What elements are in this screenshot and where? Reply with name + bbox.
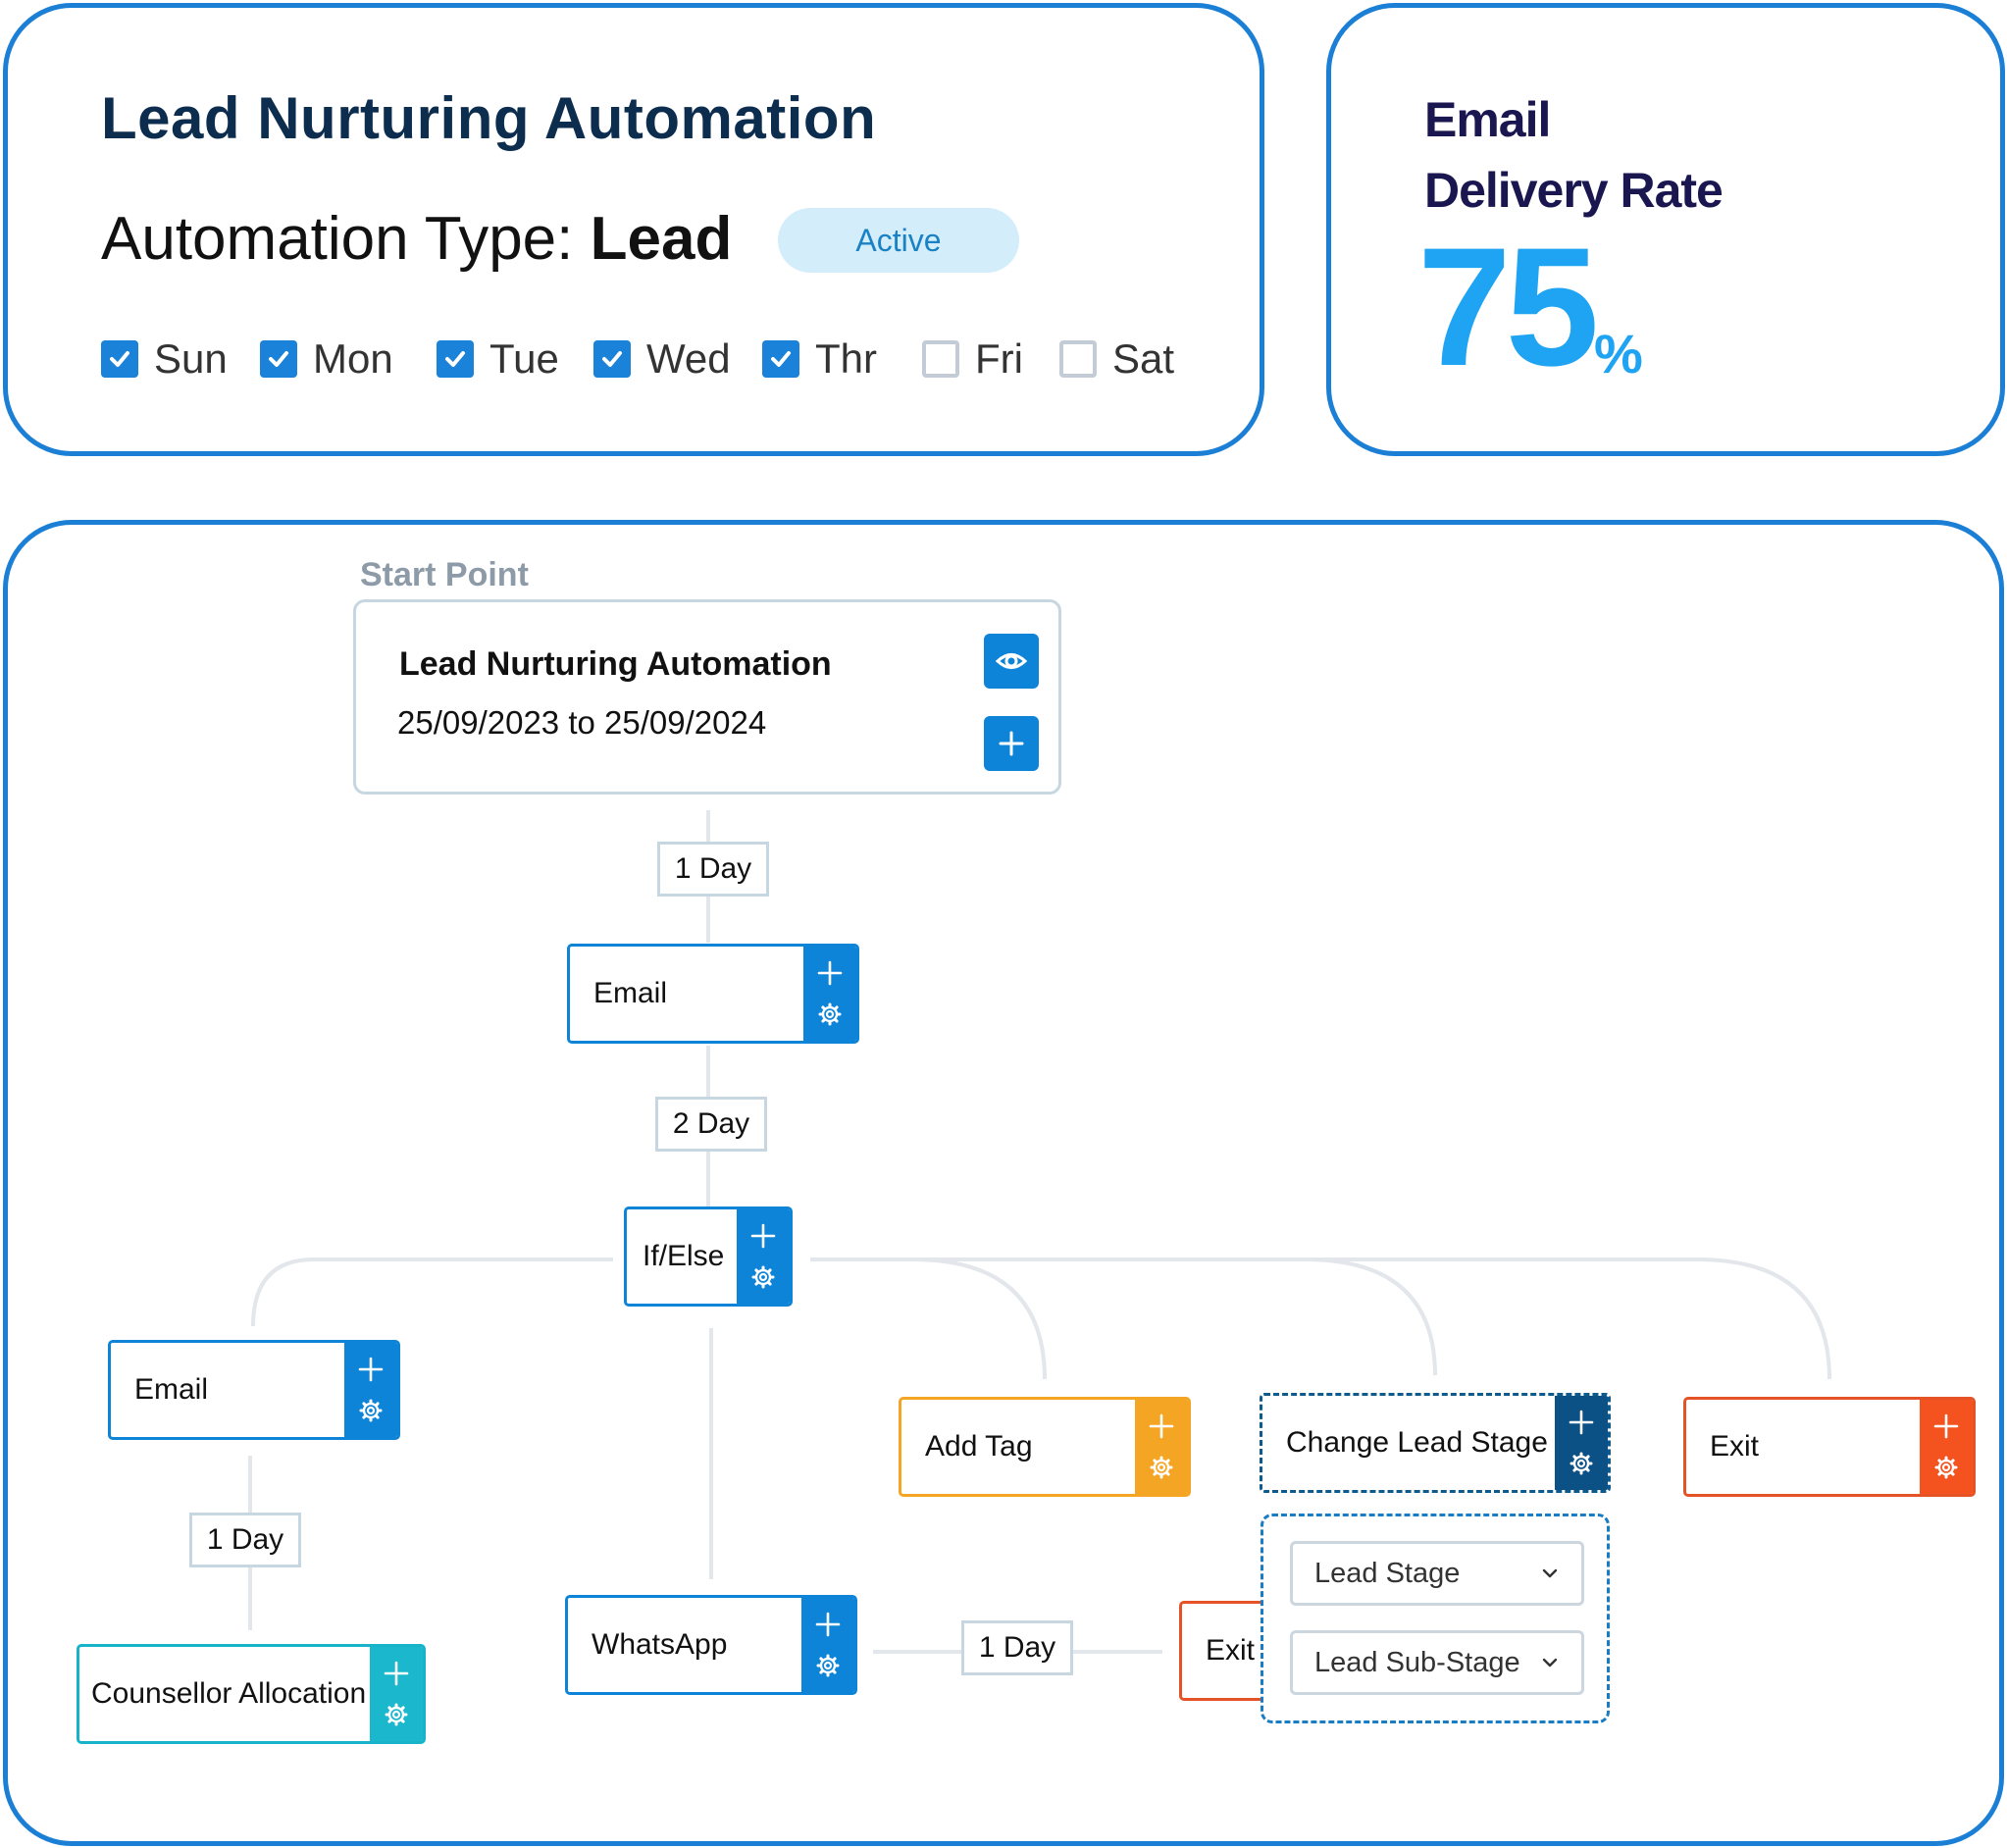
day-label: Fri: [975, 335, 1023, 382]
gear-icon[interactable]: [383, 1701, 410, 1728]
node-label: If/Else: [643, 1240, 725, 1272]
node-label: WhatsApp: [592, 1628, 728, 1661]
status-badge: Active: [778, 208, 1019, 273]
plus-icon: [999, 731, 1024, 756]
lead-sub-stage-select[interactable]: Lead Sub-Stage: [1290, 1630, 1584, 1695]
eye-icon: [995, 653, 1028, 669]
whatsapp-node[interactable]: WhatsApp: [565, 1595, 857, 1695]
if-else-node[interactable]: If/Else: [624, 1206, 793, 1307]
automation-type-value: Lead: [590, 205, 733, 273]
automation-title: Lead Nurturing Automation: [101, 85, 877, 151]
node-actions: [370, 1647, 423, 1741]
delivery-rate-value: 75: [1417, 213, 1599, 401]
delivery-rate-label-line2: Delivery Rate: [1424, 163, 1724, 218]
automation-type-row: Automation Type: Lead: [101, 204, 732, 274]
delay-badge[interactable]: 2 Day: [655, 1097, 767, 1152]
change-lead-stage-node[interactable]: Change Lead Stage: [1260, 1393, 1611, 1493]
delivery-rate-label: Email Delivery Rate: [1424, 84, 1724, 226]
plus-icon[interactable]: [1568, 1409, 1595, 1436]
day-tue[interactable]: Tue: [437, 330, 559, 388]
node-actions: [737, 1209, 790, 1304]
automation-info-panel: Lead Nurturing Automation Automation Typ…: [3, 3, 1264, 456]
day-sun[interactable]: Sun: [101, 330, 228, 388]
node-label: Counsellor Allocation: [91, 1677, 367, 1710]
gear-icon[interactable]: [749, 1263, 777, 1291]
lead-stage-settings-panel: Lead Stage Lead Sub-Stage: [1261, 1514, 1610, 1723]
checkbox-unchecked-icon[interactable]: [1059, 340, 1097, 378]
add-tag-node[interactable]: Add Tag: [899, 1397, 1191, 1497]
day-label: Thr: [815, 335, 877, 382]
day-label: Sat: [1112, 335, 1175, 382]
node-label: Exit: [1710, 1430, 1760, 1463]
plus-icon[interactable]: [383, 1660, 410, 1687]
view-button[interactable]: [984, 634, 1039, 689]
gear-icon[interactable]: [1932, 1454, 1960, 1481]
day-label: Tue: [489, 335, 559, 382]
checkbox-unchecked-icon[interactable]: [922, 340, 959, 378]
select-value: Lead Sub-Stage: [1314, 1647, 1520, 1678]
delay-badge[interactable]: 1 Day: [189, 1513, 301, 1567]
delay-badge[interactable]: 1 Day: [657, 842, 769, 897]
day-label: Sun: [154, 335, 228, 382]
node-actions: [1555, 1396, 1608, 1490]
checkbox-checked-icon[interactable]: [593, 340, 631, 378]
start-point-label: Start Point: [360, 556, 529, 593]
plus-icon[interactable]: [357, 1356, 385, 1383]
plus-icon[interactable]: [1148, 1412, 1175, 1440]
gear-icon[interactable]: [816, 1001, 844, 1028]
select-value: Lead Stage: [1314, 1558, 1461, 1589]
node-actions: [344, 1343, 397, 1437]
plus-icon[interactable]: [816, 959, 844, 987]
checkbox-checked-icon[interactable]: [437, 340, 474, 378]
gear-icon[interactable]: [1568, 1450, 1595, 1477]
chevron-down-icon: [1542, 1658, 1558, 1668]
day-mon[interactable]: Mon: [260, 330, 393, 388]
day-label: Wed: [646, 335, 731, 382]
day-thr[interactable]: Thr: [762, 330, 877, 388]
gear-icon[interactable]: [357, 1397, 385, 1424]
lead-stage-select[interactable]: Lead Stage: [1290, 1541, 1584, 1606]
node-label: Change Lead Stage: [1286, 1426, 1548, 1459]
delivery-rate-unit: %: [1594, 323, 1643, 385]
automation-type-label: Automation Type:: [101, 205, 574, 273]
start-point-card[interactable]: Lead Nurturing Automation 25/09/2023 to …: [353, 599, 1061, 795]
gear-icon[interactable]: [814, 1652, 842, 1679]
day-wed[interactable]: Wed: [593, 330, 731, 388]
day-fri[interactable]: Fri: [922, 330, 1023, 388]
checkbox-checked-icon[interactable]: [762, 340, 799, 378]
counsellor-allocation-node[interactable]: Counsellor Allocation: [77, 1644, 426, 1744]
node-actions: [1920, 1400, 1973, 1494]
start-point-dates: 25/09/2023 to 25/09/2024: [397, 704, 767, 741]
email-node[interactable]: Email: [567, 944, 859, 1044]
node-label: Email: [134, 1373, 209, 1406]
delivery-rate-label-line1: Email: [1424, 92, 1551, 147]
node-label: Exit: [1206, 1634, 1256, 1667]
plus-icon[interactable]: [1932, 1412, 1960, 1440]
delay-badge[interactable]: 1 Day: [961, 1620, 1073, 1675]
day-label: Mon: [313, 335, 393, 382]
start-point-title: Lead Nurturing Automation: [399, 645, 832, 683]
checkbox-checked-icon[interactable]: [260, 340, 297, 378]
checkbox-checked-icon[interactable]: [101, 340, 138, 378]
node-label: Email: [593, 977, 668, 1009]
plus-icon[interactable]: [814, 1611, 842, 1638]
node-actions: [1135, 1400, 1188, 1494]
node-actions: [803, 947, 856, 1041]
add-step-button[interactable]: [984, 716, 1039, 771]
node-label: Add Tag: [925, 1430, 1033, 1463]
node-actions: [801, 1598, 854, 1692]
chevron-down-icon: [1542, 1568, 1558, 1578]
plus-icon[interactable]: [749, 1222, 777, 1250]
exit-node[interactable]: Exit: [1683, 1397, 1976, 1497]
email-node[interactable]: Email: [108, 1340, 400, 1440]
email-delivery-rate-panel: Email Delivery Rate 75 %: [1326, 3, 2005, 456]
gear-icon[interactable]: [1148, 1454, 1175, 1481]
day-sat[interactable]: Sat: [1059, 330, 1174, 388]
